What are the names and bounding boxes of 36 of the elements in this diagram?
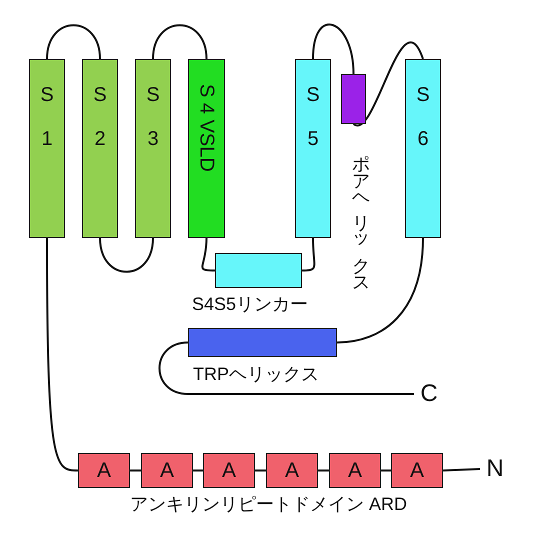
helix-segment: S 4 VSLD — [188, 59, 225, 238]
chain-line — [255, 470, 266, 472]
helix-segment: S 1 — [29, 59, 65, 238]
repeat-box: A — [78, 453, 130, 488]
helix-bar — [215, 253, 302, 288]
helix-label: ポアヘリックス — [352, 142, 370, 286]
helix-segment: S 6 — [405, 59, 441, 238]
helix-segment: S 3 — [135, 59, 171, 238]
chain-line — [130, 470, 141, 472]
chain-line — [46, 24, 101, 60]
terminus-label: C — [414, 380, 444, 408]
domain-label: アンキリンリピートドメイン ARD — [130, 493, 408, 516]
repeat-box: A — [329, 453, 381, 488]
chain-line — [193, 470, 203, 472]
chain-line — [99, 238, 154, 273]
chain-line — [353, 42, 424, 126]
chain-line — [312, 24, 354, 74]
chain-line — [158, 342, 414, 395]
helix-bar — [341, 74, 366, 124]
helix-label: S4S5リンカー — [192, 293, 308, 316]
repeat-box: A — [266, 453, 318, 488]
repeat-box: A — [141, 453, 193, 488]
chain-line — [381, 470, 391, 472]
chain-line — [442, 468, 480, 472]
helix-label: TRPヘリックス — [193, 363, 319, 386]
helix-segment: S 5 — [295, 59, 331, 238]
chain-line — [152, 24, 208, 60]
chain-line — [318, 470, 329, 472]
helix-segment: S 2 — [82, 59, 118, 238]
chain-line — [302, 238, 316, 272]
chain-line — [46, 238, 78, 472]
chain-line — [336, 238, 424, 344]
terminus-label: N — [480, 455, 510, 483]
repeat-box: A — [203, 453, 255, 488]
helix-bar — [188, 328, 337, 357]
repeat-box: A — [391, 453, 443, 488]
